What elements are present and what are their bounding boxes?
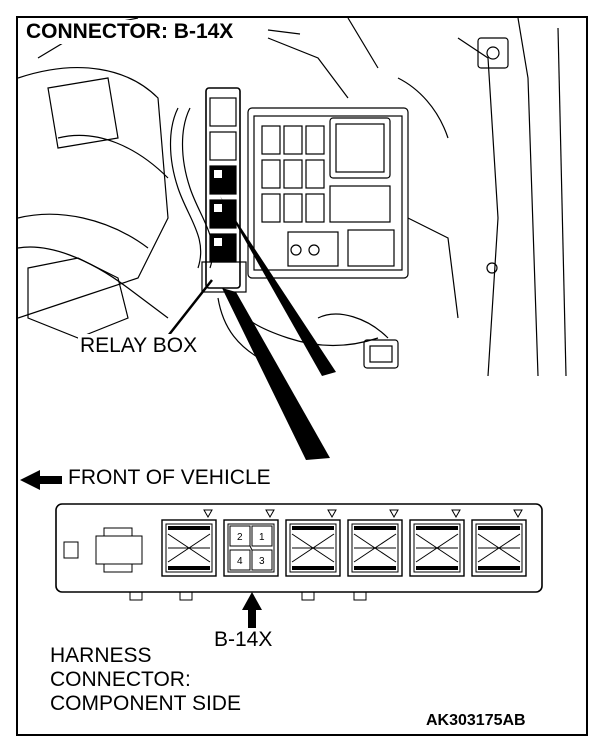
figure-code: AK303175AB (426, 712, 526, 729)
harness-line-2: CONNECTOR: (50, 668, 191, 691)
engine-compartment-illustration (18, 18, 567, 376)
front-of-vehicle-label: FRONT OF VEHICLE (68, 466, 271, 489)
figure-frame (16, 16, 588, 736)
relay-socket (347, 509, 403, 577)
connector-callout-wedge (222, 288, 330, 460)
front-arrow-icon (20, 470, 62, 490)
pin-label: 3 (259, 556, 265, 567)
up-arrow-icon (242, 592, 262, 628)
pin-label: 4 (237, 556, 243, 567)
relay-socket (409, 509, 465, 577)
socket-b14x: 2 1 4 3 (223, 509, 279, 577)
harness-line-3: COMPONENT SIDE (50, 692, 241, 715)
harness-connector-caption: HARNESS CONNECTOR: COMPONENT SIDE (50, 644, 241, 716)
harness-connector-panel (55, 503, 543, 601)
page-title: CONNECTOR: B-14X (24, 20, 236, 44)
title-leader-line (267, 29, 301, 35)
relay-socket (471, 509, 527, 577)
relay-sockets: 2 1 4 3 (161, 509, 527, 577)
pin-label: 1 (259, 532, 265, 543)
relay-box-callout: RELAY BOX (78, 334, 200, 358)
pin-label: 2 (237, 532, 243, 543)
connector-label: B-14X (214, 628, 273, 651)
relay-socket (161, 509, 217, 577)
harness-line-1: HARNESS (50, 644, 152, 667)
relay-socket (285, 509, 341, 577)
